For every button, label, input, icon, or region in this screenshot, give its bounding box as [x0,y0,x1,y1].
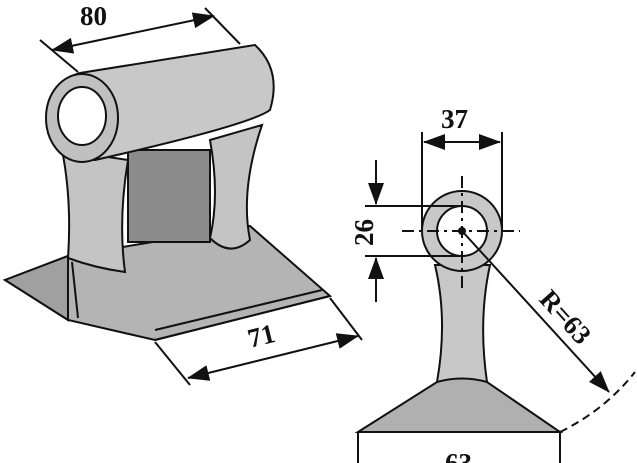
base-front-face [2,254,69,322]
right-arm [208,123,264,250]
left-arm [60,148,130,274]
hammer-3d-view: 80 71 [2,1,363,386]
dim-71-label: 71 [245,318,278,354]
hammer-front-view: 37 26 R=63 63 [349,104,636,463]
dim-26-label: 26 [349,219,379,246]
dim-80-label: 80 [80,1,107,31]
tube-hole [57,86,107,146]
dim-63-label: 63 [445,448,472,463]
window [127,149,211,243]
base-trapezoid [354,377,564,433]
dim-37-label: 37 [441,104,468,134]
radius-label: R=63 [534,284,598,350]
